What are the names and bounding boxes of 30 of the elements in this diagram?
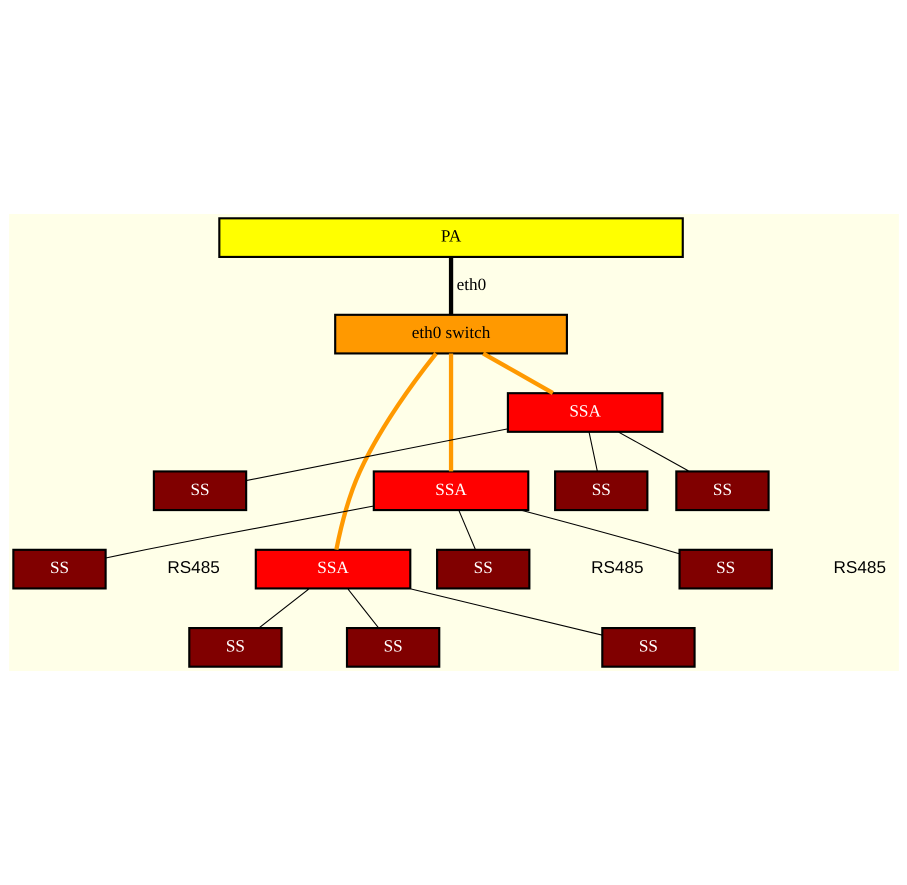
node-box: SSA [506, 392, 663, 433]
node-box: eth0 switch [334, 314, 568, 355]
edge-label: eth0 [456, 274, 486, 294]
connector [258, 588, 310, 628]
node-box: SSA [372, 470, 529, 512]
connector [334, 352, 438, 550]
node-box: SS [12, 548, 106, 590]
node-box: SS [554, 470, 648, 512]
node-box: SS [436, 548, 530, 590]
node-box: SS [152, 470, 247, 512]
label: RS485 [166, 557, 220, 578]
label: RS485 [590, 557, 644, 578]
connector [346, 588, 379, 628]
node-box: SS [188, 627, 282, 668]
connector [617, 431, 690, 472]
node-box: SS [674, 470, 770, 512]
connector [482, 352, 554, 395]
connector [588, 432, 598, 472]
node-box: SS [345, 627, 440, 668]
connector [520, 510, 680, 554]
connector [448, 354, 453, 472]
node-box: SS [678, 548, 772, 590]
node-box: SS [600, 627, 696, 668]
connector [448, 257, 453, 315]
connector [105, 506, 374, 559]
label: RS485 [833, 557, 886, 578]
node-box: SSA [254, 548, 411, 590]
connector [246, 428, 508, 482]
connector [458, 510, 476, 550]
node-box: PA [218, 217, 684, 258]
